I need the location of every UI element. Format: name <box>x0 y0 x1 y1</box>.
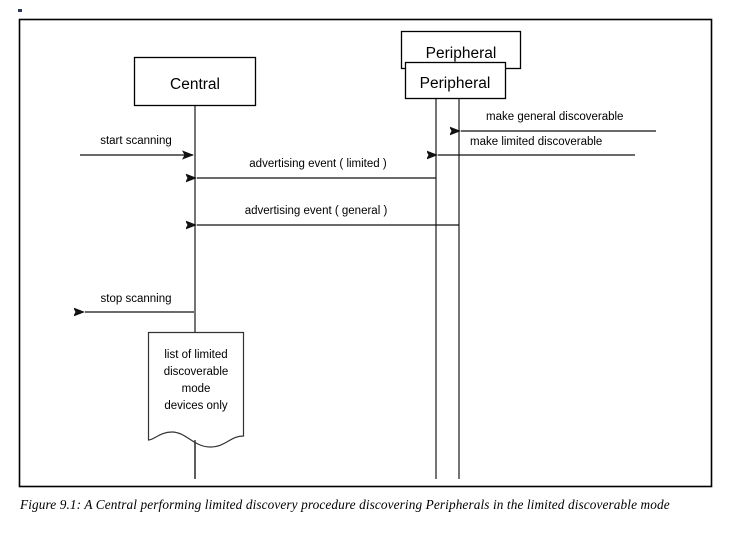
message-label-make-limited-discoverable: make limited discoverable <box>470 136 602 148</box>
message-label-start-scanning: start scanning <box>100 135 172 147</box>
message-label-stop-scanning: stop scanning <box>101 293 172 305</box>
note-line-1: list of limited <box>164 349 227 361</box>
message-label-advertising-event-limited: advertising event ( limited ) <box>249 158 387 170</box>
participant-label-peripheral-back: Peripheral <box>426 45 497 62</box>
figure-caption: Figure 9.1: A Central performing limited… <box>20 497 670 512</box>
participant-label-central: Central <box>170 76 220 93</box>
message-label-advertising-event-general: advertising event ( general ) <box>245 205 388 217</box>
message-label-make-general-discoverable: make general discoverable <box>486 111 623 123</box>
note-line-3: mode <box>182 383 211 395</box>
participant-box-peripheral-front[interactable] <box>404 61 507 100</box>
note-shape-result-list <box>147 331 245 448</box>
participant-box-central[interactable] <box>133 56 257 107</box>
participant-label-peripheral-front: Peripheral <box>420 75 491 92</box>
stray-ink-mark <box>18 9 22 12</box>
figure-frame <box>18 18 713 488</box>
note-line-4: devices only <box>164 400 228 412</box>
note-line-2: discoverable <box>164 366 229 378</box>
